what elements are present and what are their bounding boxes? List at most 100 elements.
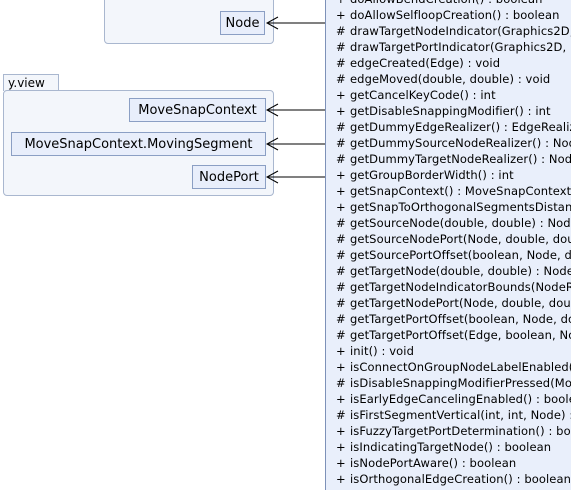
- member-row[interactable]: + getGroupBorderWidth() : int: [326, 167, 571, 183]
- member-visibility: #: [336, 328, 346, 342]
- member-row[interactable]: #drawTargetNodeIndicator(Graphics2D,: [326, 23, 571, 39]
- member-signature: getSnapContext() : MoveSnapContext: [350, 184, 571, 198]
- member-row[interactable]: # drawTargetPortIndicator(Graphics2D, N: [326, 39, 571, 55]
- member-row[interactable]: # getSourceNode(double, double) : Node: [326, 215, 571, 231]
- member-visibility: #: [336, 376, 346, 390]
- member-visibility: +: [336, 8, 346, 22]
- member-visibility: #: [336, 72, 346, 86]
- member-row[interactable]: # getSourceNodePort(Node, double, dou: [326, 231, 571, 247]
- member-visibility: +: [336, 168, 346, 182]
- member-visibility: +: [336, 440, 346, 454]
- member-row[interactable]: + isIndicatingTargetNode() : boolean: [326, 439, 571, 455]
- member-row[interactable]: + isEarlyEdgeCancelingEnabled() : boole: [326, 391, 571, 407]
- member-visibility: +: [336, 360, 346, 374]
- member-signature: isFuzzyTargetPortDetermination() : boo: [350, 424, 571, 438]
- member-visibility: #: [336, 232, 346, 246]
- member-signature: doAllowBendCreation() : boolean: [350, 0, 542, 6]
- member-row[interactable]: # getTargetPortOffset(Edge, boolean, No: [326, 327, 571, 343]
- member-visibility: #: [336, 56, 346, 70]
- member-visibility: +: [336, 472, 346, 486]
- member-signature: edgeCreated(Edge) : void: [350, 56, 501, 70]
- member-signature: getTargetPortOffset(Edge, boolean, No: [350, 328, 571, 342]
- member-signature: getSourceNode(double, double) : Node: [350, 216, 571, 230]
- member-list: +doAllowBendCreation() : boolean+doAllow…: [326, 0, 571, 487]
- member-visibility: #: [336, 40, 346, 54]
- member-signature: getDisableSnappingModifier() : int: [350, 104, 551, 118]
- member-row[interactable]: + isConnectOnGroupNodeLabelEnabled(: [326, 359, 571, 375]
- member-row[interactable]: # getDummySourceNodeRealizer() : Nod: [326, 135, 571, 151]
- class-node[interactable]: Node: [220, 11, 265, 35]
- member-row[interactable]: #getTargetNodeIndicatorBounds(NodeR: [326, 279, 571, 295]
- member-signature: getTargetNode(double, double) : Node: [350, 264, 571, 278]
- member-visibility: +: [336, 200, 346, 214]
- member-signature: isOrthogonalEdgeCreation() : boolean: [350, 472, 571, 486]
- member-visibility: +: [336, 0, 350, 7]
- package-name: y.view: [8, 76, 45, 90]
- member-row[interactable]: #getTargetNode(double, double) : Node: [326, 263, 571, 279]
- class-movesnapcontext[interactable]: MoveSnapContext: [129, 98, 266, 122]
- class-movingsegment[interactable]: MoveSnapContext.MovingSegment: [11, 132, 266, 156]
- member-visibility: #: [336, 152, 346, 166]
- package-tab: y.view: [3, 74, 59, 91]
- member-signature: edgeMoved(double, double) : void: [350, 72, 551, 86]
- member-visibility: #: [336, 216, 346, 230]
- member-row[interactable]: # edgeCreated(Edge) : void: [326, 55, 571, 71]
- member-visibility: #: [336, 248, 346, 262]
- member-row[interactable]: # getTargetNodePort(Node, double, dou: [326, 295, 571, 311]
- member-signature: getSourceNodePort(Node, double, dou: [350, 232, 571, 246]
- member-visibility: +: [336, 88, 346, 102]
- member-signature: getDummySourceNodeRealizer() : Nod: [350, 136, 571, 150]
- member-row[interactable]: +isNodePortAware() : boolean: [326, 455, 571, 471]
- member-row[interactable]: # getDummyTargetNodeRealizer() : Nod: [326, 151, 571, 167]
- member-row[interactable]: +getSnapToOrthogonalSegmentsDistanc: [326, 199, 571, 215]
- member-row[interactable]: #getDummyEdgeRealizer() : EdgeRealiz: [326, 119, 571, 135]
- member-signature: getTargetNodePort(Node, double, dou: [350, 296, 571, 310]
- member-signature: init() : void: [350, 344, 414, 358]
- member-signature: drawTargetPortIndicator(Graphics2D, N: [350, 40, 571, 54]
- member-row[interactable]: # getTargetPortOffset(boolean, Node, do: [326, 311, 571, 327]
- member-row[interactable]: + getCancelKeyCode() : int: [326, 87, 571, 103]
- member-row[interactable]: # isDisableSnappingModifierPressed(Mou: [326, 375, 571, 391]
- member-visibility: +: [336, 104, 346, 118]
- member-visibility: +: [336, 392, 346, 406]
- member-signature: doAllowSelfloopCreation() : boolean: [350, 8, 560, 22]
- member-row[interactable]: + isFuzzyTargetPortDetermination() : boo: [326, 423, 571, 439]
- member-row[interactable]: # edgeMoved(double, double) : void: [326, 71, 571, 87]
- member-signature: getGroupBorderWidth() : int: [350, 168, 514, 182]
- member-visibility: #: [336, 296, 346, 310]
- member-signature: getSourcePortOffset(boolean, Node, do: [350, 248, 571, 262]
- class-movesnapcontext-label: MoveSnapContext: [138, 102, 257, 118]
- member-visibility: #: [336, 280, 346, 294]
- member-signature: getDummyTargetNodeRealizer() : Nod: [350, 152, 571, 166]
- class-member-panel: +doAllowBendCreation() : boolean+doAllow…: [325, 0, 571, 490]
- class-nodeport[interactable]: NodePort: [192, 165, 266, 189]
- member-signature: getCancelKeyCode() : int: [350, 88, 496, 102]
- member-row[interactable]: + getDisableSnappingModifier() : int: [326, 103, 571, 119]
- member-visibility: #: [336, 312, 346, 326]
- member-visibility: +: [336, 184, 346, 198]
- member-row[interactable]: + isOrthogonalEdgeCreation() : boolean: [326, 471, 571, 487]
- member-row[interactable]: +doAllowBendCreation() : boolean: [326, 0, 571, 7]
- member-visibility: +: [336, 424, 346, 438]
- member-row[interactable]: + init() : void: [326, 343, 571, 359]
- member-visibility: +: [336, 344, 346, 358]
- member-signature: isFirstSegmentVertical(int, int, Node) :…: [350, 408, 571, 422]
- member-signature: isEarlyEdgeCancelingEnabled() : boole: [350, 392, 571, 406]
- member-signature: isIndicatingTargetNode() : boolean: [350, 440, 552, 454]
- member-row[interactable]: # getSourcePortOffset(boolean, Node, do: [326, 247, 571, 263]
- member-signature: getDummyEdgeRealizer() : EdgeRealiz: [350, 120, 571, 134]
- member-signature: isDisableSnappingModifierPressed(Mou: [350, 376, 571, 390]
- member-visibility: #: [336, 24, 346, 38]
- member-row[interactable]: + doAllowSelfloopCreation() : boolean: [326, 7, 571, 23]
- member-visibility: +: [336, 456, 346, 470]
- class-node-label: Node: [225, 15, 260, 31]
- class-movingsegment-label: MoveSnapContext.MovingSegment: [24, 136, 253, 152]
- member-visibility: #: [336, 408, 346, 422]
- member-signature: getTargetPortOffset(boolean, Node, do: [350, 312, 571, 326]
- member-visibility: #: [336, 136, 346, 150]
- member-row[interactable]: # isFirstSegmentVertical(int, int, Node) …: [326, 407, 571, 423]
- member-signature: isConnectOnGroupNodeLabelEnabled(: [350, 360, 571, 374]
- member-row[interactable]: + getSnapContext() : MoveSnapContext: [326, 183, 571, 199]
- class-nodeport-label: NodePort: [199, 169, 259, 185]
